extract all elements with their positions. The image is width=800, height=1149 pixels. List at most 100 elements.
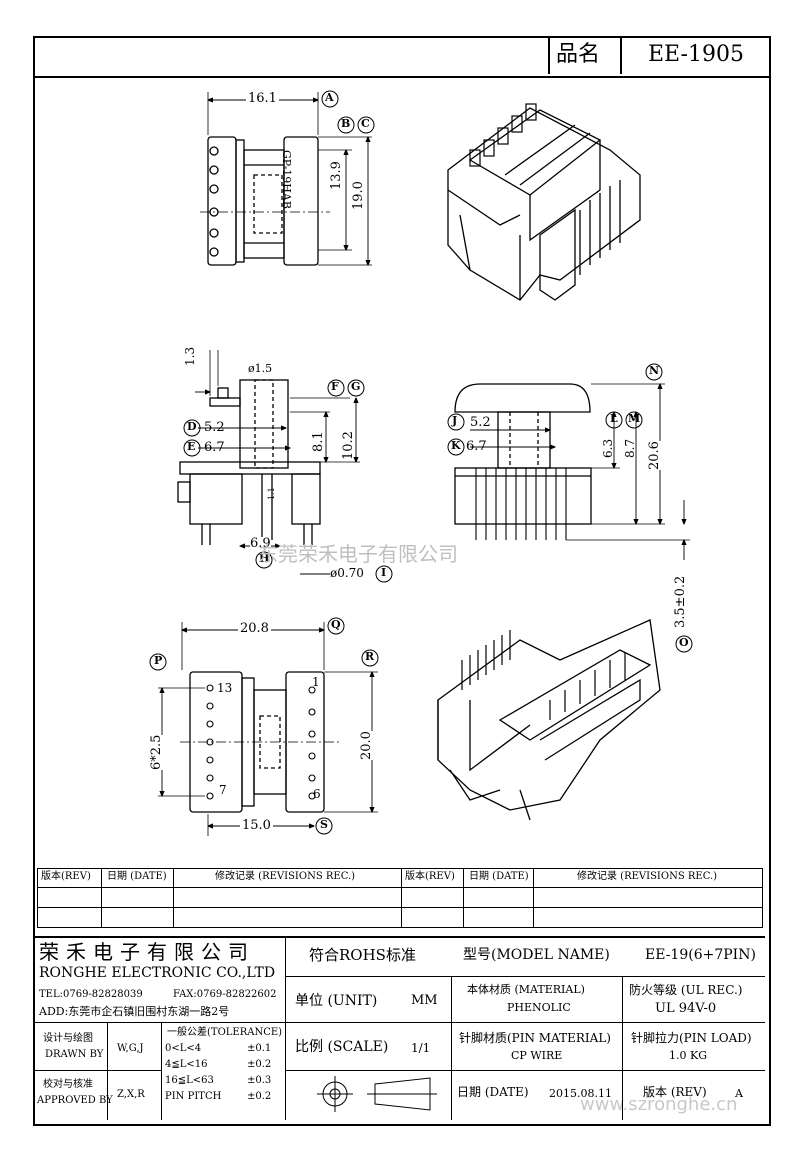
scale-label: 比例 (SCALE) (295, 1039, 389, 1055)
header-label: 品名 (556, 42, 601, 67)
callout-a: A (325, 91, 334, 104)
rev-header-2: 日期 (DATE) (107, 871, 167, 882)
ul-label: 防火等级 (UL REC.) (629, 983, 743, 997)
dim-side-8-1: 8.1 (311, 431, 326, 452)
dim-side-5-2: 5.2 (204, 420, 225, 435)
unit-value: MM (411, 993, 438, 1008)
company-name-cn: 荣禾电子有限公司 (39, 940, 255, 964)
bottom-view (158, 622, 378, 836)
callout-s: S (320, 818, 328, 831)
top-marking: GP-19HAB (280, 150, 293, 209)
part-number: EE-1905 (648, 42, 744, 67)
rev-label: 版本 (REV) (643, 1085, 707, 1099)
rev-header-4: 版本(REV) (405, 871, 455, 882)
tolerance-value-1: ±0.1 (247, 1043, 272, 1054)
dim-bottom-20-0: 20.0 (359, 731, 374, 760)
dim-side-6-7: 6.7 (204, 440, 225, 455)
design-value: W,G,J (117, 1043, 144, 1054)
callout-q: Q (331, 618, 341, 631)
dim-side-1-1: 1.1 (267, 487, 276, 500)
callouts (149, 90, 693, 835)
callout-k: K (451, 439, 461, 452)
dim-front-20-6: 20.6 (647, 441, 662, 470)
tolerance-value-4: ±0.2 (247, 1091, 272, 1102)
callout-i: I (381, 566, 387, 579)
approve-label-en: APPROVED BY (37, 1095, 113, 1106)
pin-1-label: 1 (312, 675, 320, 689)
design-label-cn: 设计与绘图 (43, 1033, 93, 1044)
tolerance-range-3: 16≦L<63 (165, 1075, 214, 1086)
callout-g: G (351, 380, 361, 393)
callout-o: O (679, 636, 689, 649)
company-name-en: RONGHE ELECTRONIC CO.,LTD (39, 965, 276, 981)
rev-header-6: 修改记录 (REVISIONS REC.) (577, 871, 718, 882)
front-view (454, 383, 690, 560)
material-value: PHENOLIC (507, 1001, 571, 1014)
callout-e: E (187, 440, 196, 453)
callout-b: B (341, 117, 351, 130)
watermark-corner: www.szronghe.cn (580, 1094, 738, 1115)
company-address: ADD:东莞市企石镇旧围村东湖一路2号 (39, 1005, 230, 1018)
rev-header-3: 修改记录 (REVISIONS REC.) (215, 871, 356, 882)
callout-p: P (154, 654, 163, 667)
pin-13-label: 13 (217, 681, 233, 695)
revision-table: 版本(REV) 日期 (DATE) 修改记录 (REVISIONS REC.) … (37, 868, 763, 928)
tolerance-title: 一般公差(TOLERANCE) (167, 1027, 283, 1038)
callout-n: N (649, 364, 660, 377)
scale-value: 1/1 (411, 1041, 431, 1055)
dim-side-6-9: 6.9 (250, 536, 271, 551)
dim-front-8-7: 8.7 (623, 438, 637, 458)
approve-value: Z,X,R (117, 1089, 145, 1100)
approve-label-cn: 校对与核准 (43, 1079, 93, 1090)
dim-side-10-2: 10.2 (341, 431, 356, 460)
pin-material-value: CP WIRE (511, 1049, 563, 1062)
ul-value: UL 94V-0 (655, 1001, 717, 1016)
rev-header-5: 日期 (DATE) (469, 871, 529, 882)
header-bar (33, 36, 771, 78)
callout-r: R (365, 650, 375, 663)
tolerance-range-1: 0<L<4 (165, 1043, 202, 1054)
tolerance-value-3: ±0.3 (247, 1075, 272, 1086)
rev-header-1: 版本(REV) (41, 871, 91, 882)
iso-view-bottom (437, 619, 661, 821)
dim-top-13-9: 13.9 (329, 161, 344, 190)
dim-side-1-3: 1.3 (183, 346, 197, 366)
callout-l: L (610, 412, 618, 425)
callout-d: D (187, 420, 197, 433)
dim-front-6-3: 6.3 (601, 438, 615, 458)
date-label: 日期 (DATE) (457, 1085, 529, 1099)
callout-c: C (361, 117, 370, 130)
rohs-label: 符合ROHS标准 (309, 946, 416, 964)
header-divider-left (548, 36, 550, 74)
unit-label: 单位 (UNIT) (295, 993, 378, 1009)
projection-symbol (317, 1076, 437, 1112)
model-value: EE-19(6+7PIN) (645, 947, 756, 963)
date-value: 2015.08.11 (549, 1087, 612, 1100)
company-fax: FAX:0769-82822602 (173, 989, 277, 1000)
watermark-center: 东莞荣禾电子有限公司 (258, 542, 458, 566)
dim-side-hole: ø1.5 (248, 362, 273, 375)
model-label: 型号(MODEL NAME) (463, 947, 610, 963)
tolerance-range-2: 4≦L<16 (165, 1059, 208, 1070)
dim-side-pin: ø0.70 (330, 566, 364, 580)
side-view (177, 350, 360, 575)
iso-view-top (447, 103, 641, 301)
dim-front-3-5: 3.5±0.2 (673, 575, 688, 628)
dim-top-19-0: 19.0 (351, 181, 366, 210)
tolerance-range-4: PIN PITCH (165, 1091, 222, 1102)
callout-j: J (452, 414, 458, 427)
company-tel: TEL:0769-82828039 (39, 989, 143, 1000)
technical-drawing (149, 90, 693, 836)
design-label-en: DRAWN BY (45, 1049, 104, 1060)
callout-m: M (628, 412, 641, 425)
dim-top-16-1: 16.1 (246, 91, 279, 106)
callout-f: F (331, 380, 339, 393)
pin-material-label: 针脚材质(PIN MATERIAL) (459, 1031, 611, 1045)
title-block: 荣禾电子有限公司 RONGHE ELECTRONIC CO.,LTD TEL:0… (35, 936, 765, 1120)
rev-value: A (735, 1087, 743, 1100)
dim-front-6-7: 6.7 (466, 439, 487, 454)
pin-6-label: 6 (313, 787, 321, 801)
callout-h: H (259, 552, 270, 565)
tolerance-value-2: ±0.2 (247, 1059, 272, 1070)
dim-front-5-2: 5.2 (470, 415, 491, 430)
